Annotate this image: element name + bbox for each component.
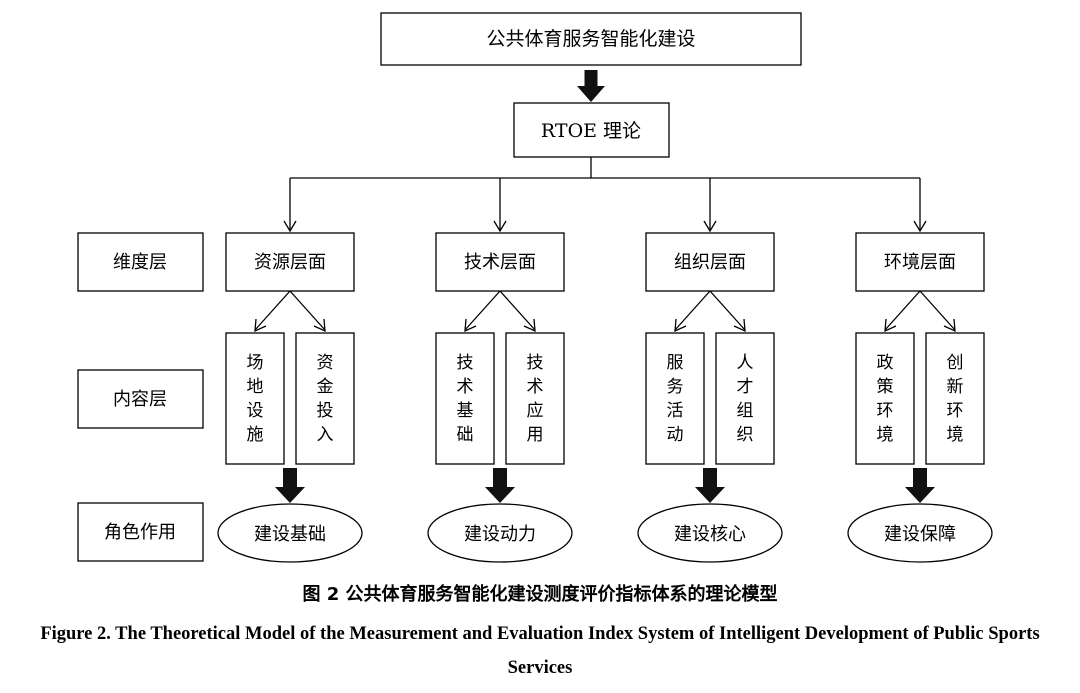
role-arrow <box>485 468 515 503</box>
content-label: 人才组织 <box>737 353 754 445</box>
content-split-line <box>289 290 326 331</box>
content-split-line <box>254 290 291 331</box>
content-box <box>505 332 565 465</box>
content-split-arrowhead <box>943 318 956 333</box>
role-label: 建设动力 <box>464 524 536 545</box>
dimension-box <box>225 232 355 292</box>
row-label-box-dimension <box>77 232 204 292</box>
row-label-content: 内容层 <box>113 389 167 410</box>
content-split-line <box>499 290 536 331</box>
dimension-label: 环境层面 <box>884 252 956 273</box>
branch-arrowhead <box>703 220 717 233</box>
role-arrow <box>275 468 305 503</box>
content-label: 创新环境 <box>947 353 964 445</box>
branch-arrowhead <box>283 220 297 233</box>
content-box <box>435 332 495 465</box>
content-split-arrowhead <box>313 318 326 333</box>
dimension-label: 技术层面 <box>464 252 536 273</box>
content-split-arrowhead <box>254 318 267 333</box>
dimension-label: 组织层面 <box>674 252 746 273</box>
content-split-line <box>919 290 956 331</box>
content-box <box>855 332 915 465</box>
content-split-arrowhead <box>523 318 536 333</box>
content-box <box>225 332 285 465</box>
content-split-line <box>674 290 711 331</box>
branch-arrowhead <box>493 220 507 233</box>
role-ellipse <box>427 503 573 563</box>
role-arrow <box>905 468 935 503</box>
content-label: 技术基础 <box>457 353 474 445</box>
row-label-box-role <box>77 502 204 562</box>
role-arrow <box>695 468 725 503</box>
dimension-label: 资源层面 <box>254 252 326 273</box>
content-split-arrowhead <box>884 318 897 333</box>
content-label: 技术应用 <box>527 353 544 445</box>
figure-caption-chinese: 图 2 公共体育服务智能化建设测度评价指标体系的理论模型 <box>302 584 778 605</box>
role-label: 建设核心 <box>674 524 746 545</box>
content-label: 资金投入 <box>317 353 334 445</box>
title-to-theory-arrow <box>577 70 605 102</box>
content-split-line <box>709 290 746 331</box>
row-label-role: 角色作用 <box>104 522 176 543</box>
content-box <box>645 332 705 465</box>
theoretical-model-diagram: 公共体育服务智能化建设 RTOE 理论 维度层 内容层 角色作用 资源层面场地设… <box>77 12 993 563</box>
role-label: 建设保障 <box>884 524 956 545</box>
content-label: 场地设施 <box>247 353 264 445</box>
content-label: 政策环境 <box>877 353 894 445</box>
content-split-line <box>464 290 501 331</box>
dimension-box <box>645 232 775 292</box>
dimension-box <box>435 232 565 292</box>
top-title: 公共体育服务智能化建设 <box>486 28 695 50</box>
content-box <box>295 332 355 465</box>
theory-label: RTOE 理论 <box>541 120 641 142</box>
theory-box <box>513 102 670 158</box>
content-split-arrowhead <box>464 318 477 333</box>
row-label-dimension: 维度层 <box>113 252 167 273</box>
content-split-line <box>884 290 921 331</box>
top-title-box <box>380 12 802 66</box>
dimension-box <box>855 232 985 292</box>
content-split-arrowhead <box>674 318 687 333</box>
role-ellipse <box>847 503 993 563</box>
content-label: 服务活动 <box>667 353 684 445</box>
role-ellipse <box>217 503 363 563</box>
content-box <box>925 332 985 465</box>
role-label: 建设基础 <box>254 524 326 545</box>
content-box <box>715 332 775 465</box>
figure-caption-english: Figure 2. The Theoretical Model of the M… <box>40 624 1040 678</box>
role-ellipse <box>637 503 783 563</box>
branch-arrowhead <box>913 220 927 233</box>
row-label-box-content <box>77 369 204 429</box>
content-split-arrowhead <box>733 318 746 333</box>
